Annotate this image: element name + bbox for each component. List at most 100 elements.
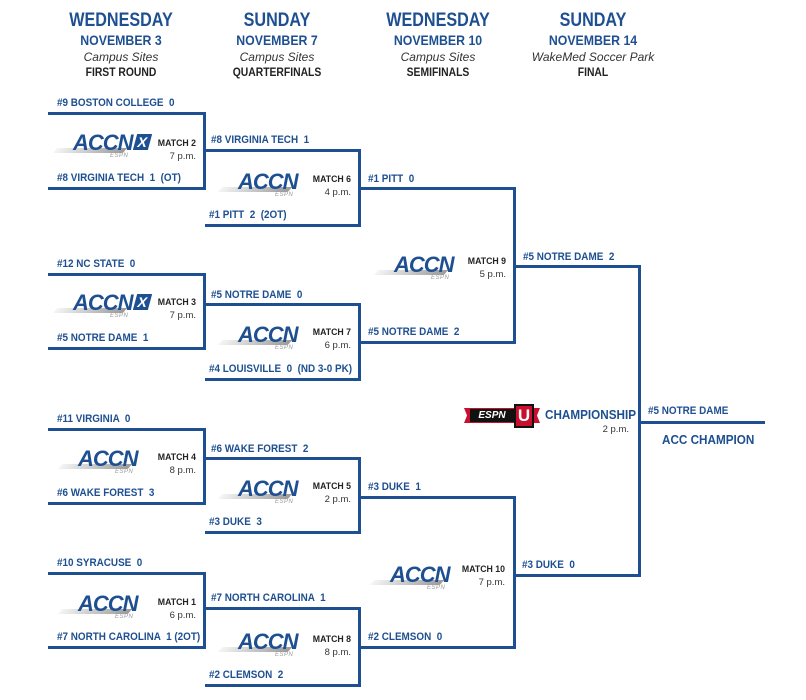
match-time: 6 p.m. [169, 610, 196, 621]
match-number: MATCH 9 [467, 256, 506, 267]
header-day: WEDNESDAY [69, 10, 173, 31]
bracket-line [205, 303, 361, 306]
espn-wordmark: ESPN [110, 153, 129, 159]
match-time: 8 p.m. [324, 647, 351, 658]
accn-logo: ACCN ESPN [369, 562, 464, 593]
header-first-round: WEDNESDAY NOVEMBER 3 Campus Sites FIRST … [36, 10, 206, 81]
match-time: 6 p.m. [324, 340, 351, 351]
team-slot: #8 VIRGINIA TECH 1 (OT) [57, 172, 181, 184]
bracket-line [205, 607, 361, 610]
match-number: MATCH 2 [157, 138, 196, 149]
bracket-line [48, 112, 206, 115]
team-slot: #3 DUKE 1 [368, 481, 421, 493]
accn-wordmark: ACCN [390, 562, 451, 587]
bracket-line [358, 457, 361, 534]
team-slot: #9 BOSTON COLLEGE 0 [57, 97, 175, 109]
acc-champion-caption: ACC CHAMPION [662, 432, 755, 447]
espn-wordmark: ESPN [275, 192, 294, 198]
header-final: SUNDAY NOVEMBER 14 WakeMed Soccer Park F… [508, 10, 678, 81]
match-info: MATCH 1 6 p.m. [136, 597, 196, 622]
match-info: MATCH 2 7 p.m. [136, 138, 196, 163]
champion-slot: #5 NOTRE DAME [648, 405, 729, 417]
bracket-line [358, 496, 516, 499]
match-time: 2 p.m. [324, 494, 351, 505]
espn-wordmark: ESPN [275, 345, 294, 351]
accn-wordmark: ACCN [394, 252, 455, 277]
team-slot: #11 VIRGINIA 0 [57, 413, 131, 425]
team-slot: #7 NORTH CAROLINA 1 (2OT) [57, 631, 201, 643]
match-number: MATCH 1 [157, 597, 196, 608]
accn-logo: ACCN ESPN [217, 170, 312, 200]
team-slot: #10 SYRACUSE 0 [57, 557, 143, 569]
team-slot: #12 NC STATE 0 [57, 258, 136, 270]
espn-wordmark: ESPN [275, 652, 294, 658]
match-number: MATCH 8 [312, 634, 351, 645]
team-slot: #1 PITT 0 [368, 173, 415, 185]
bracket-line [638, 421, 765, 424]
u-badge-icon: U [514, 404, 534, 428]
match-info: MATCH 9 5 p.m. [446, 256, 506, 281]
bracket-line [203, 273, 206, 350]
match-number: MATCH 3 [157, 297, 196, 308]
team-slot: #6 WAKE FOREST 2 [211, 443, 309, 455]
match-info: MATCH 8 8 p.m. [291, 634, 351, 659]
bracket-line [205, 378, 361, 381]
header-site: Campus Sites [400, 50, 476, 64]
team-slot: #3 DUKE 3 [209, 516, 262, 528]
accn-wordmark: ACCN [78, 591, 139, 616]
match-time: 5 p.m. [479, 269, 506, 280]
match-time: 8 p.m. [169, 465, 196, 476]
bracket-line [48, 428, 206, 431]
bracket-line [48, 502, 206, 505]
bracket-line [203, 572, 206, 649]
team-slot: #1 PITT 2 (2OT) [209, 209, 287, 221]
bracket-line [205, 684, 361, 687]
match-time: 4 p.m. [324, 187, 351, 198]
espn-wordmark: ESPN [470, 409, 514, 422]
accnx-logo: ACCN X ESPN [52, 131, 153, 161]
bracket-line [48, 646, 206, 649]
accn-wordmark: ACCN [73, 290, 134, 315]
accn-wordmark: ACCN [238, 629, 299, 654]
team-slot: #5 NOTRE DAME 2 [368, 326, 460, 338]
header-round: QUARTERFINALS [232, 67, 322, 79]
espn-wordmark: ESPN [431, 275, 450, 281]
espn-wordmark: ESPN [115, 469, 134, 475]
match-info: MATCH 5 2 p.m. [291, 481, 351, 506]
bracket-line [203, 428, 206, 505]
team-slot: #2 CLEMSON 0 [368, 631, 443, 643]
espn-wordmark: ESPN [115, 614, 134, 620]
championship-label: CHAMPIONSHIP [545, 407, 637, 422]
bracket-line [513, 265, 641, 268]
accn-logo: ACCN ESPN [57, 447, 152, 477]
match-time: 7 p.m. [478, 577, 505, 588]
match-info: MATCH 3 7 p.m. [136, 297, 196, 322]
bracket-line [203, 112, 206, 190]
team-slot: #4 LOUISVILLE 0 (ND 3-0 PK) [209, 363, 353, 375]
header-date: NOVEMBER 7 [236, 32, 318, 48]
bracket-line [48, 347, 206, 350]
bracket-line [48, 572, 206, 575]
header-round: SEMIFINALS [406, 67, 470, 79]
accn-logo: ACCN ESPN [217, 477, 312, 507]
bracket-line [358, 187, 516, 190]
header-site: WakeMed Soccer Park [531, 50, 655, 64]
header-site: Campus Sites [83, 50, 159, 64]
match-info: MATCH 6 4 p.m. [291, 174, 351, 199]
match-number: MATCH 4 [157, 452, 196, 463]
bracket-line [358, 646, 516, 649]
match-time: 7 p.m. [169, 151, 196, 162]
accn-wordmark: ACCN [238, 322, 299, 347]
championship-time: 2 p.m. [602, 424, 629, 435]
header-semifinals: WEDNESDAY NOVEMBER 10 Campus Sites SEMIF… [353, 10, 523, 81]
team-slot: #5 NOTRE DAME 1 [57, 332, 149, 344]
espn-wordmark: ESPN [275, 499, 294, 505]
accn-logo: ACCN ESPN [57, 591, 152, 622]
bracket-line [513, 496, 516, 649]
header-round: FIRST ROUND [85, 67, 157, 79]
accn-logo: ACCN ESPN [217, 322, 312, 353]
match-number: MATCH 10 [461, 564, 505, 575]
match-info: MATCH 10 7 p.m. [445, 564, 505, 589]
espn-wordmark: ESPN [110, 313, 129, 319]
header-date: NOVEMBER 10 [393, 32, 483, 48]
